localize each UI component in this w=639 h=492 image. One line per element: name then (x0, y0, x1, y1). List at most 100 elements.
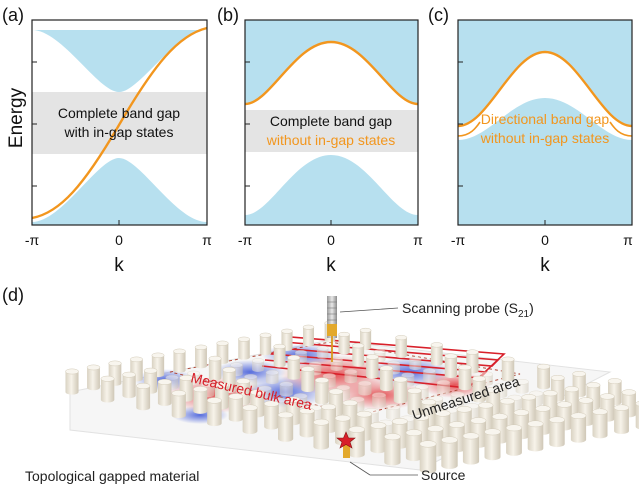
pillar (365, 354, 379, 379)
panel-a-upper-band (32, 30, 207, 92)
pillar (570, 412, 587, 443)
pillar (407, 387, 422, 416)
pillar (352, 343, 365, 367)
pillar (299, 407, 315, 438)
panel-a-text-line-1: Complete band gap (58, 105, 180, 121)
panel-c-tick-zero: 0 (541, 232, 549, 248)
y-axis-label: Energy (6, 87, 27, 148)
probe-label: Scanning probe (S21) (402, 300, 534, 320)
panel-b-text-line-2: without in-gap states (266, 132, 395, 148)
panel-c-x-label: k (540, 255, 550, 276)
pillar (370, 422, 387, 454)
pillar (65, 368, 79, 395)
panel-c-band-edge (457, 50, 633, 128)
pillar (206, 397, 222, 427)
panel-c-tag: (c) (428, 5, 449, 25)
pillar (330, 357, 343, 372)
panel-a-tag: (a) (2, 5, 24, 25)
panel-b-text-line-1: Complete band gap (270, 113, 392, 129)
panel-c-band-edge-2 (457, 121, 633, 137)
pillar (273, 343, 286, 368)
pillar (385, 403, 401, 420)
pillar (441, 436, 458, 469)
pillar (458, 364, 472, 391)
panel-c-lower-band (458, 98, 632, 225)
panel-a-lower-band (32, 158, 207, 225)
panel-a-y-ticks (32, 61, 37, 187)
panel-a-text-line-2: with in-gap states (64, 124, 174, 140)
panel-a-tick-zero: 0 (115, 232, 123, 248)
pillar (536, 363, 551, 390)
panel-b-x-label: k (326, 255, 336, 276)
panel-a-tick-max: π (202, 232, 212, 248)
pillar (348, 426, 365, 458)
pillar (344, 369, 358, 384)
pillar (173, 348, 186, 373)
panel-b-upper-band (245, 20, 418, 104)
panel-b-gap-region (245, 110, 418, 152)
pillar (86, 364, 101, 391)
pillar (430, 342, 443, 366)
pillar (462, 432, 480, 465)
source-leader-line (349, 461, 371, 476)
panel-a: (a) Energy Complete band gap with in-gap… (2, 5, 212, 276)
panel-a-plot: Complete band gap with in-gap states -π … (25, 19, 212, 276)
pillar (549, 416, 565, 448)
pillar (393, 376, 408, 404)
pillar (251, 358, 265, 372)
panel-b: (b) Complete band gap without in-gap sta… (217, 5, 423, 276)
pillar (384, 433, 401, 466)
pillar (301, 366, 315, 392)
pillar (422, 368, 436, 383)
pillar (263, 400, 280, 430)
panel-a-tick-min: -π (25, 232, 40, 248)
pillar (592, 408, 608, 439)
pillar (277, 411, 294, 442)
pillar (405, 429, 423, 462)
pillar (505, 424, 523, 456)
panel-b-tick-zero: 0 (327, 232, 335, 248)
pillar (208, 355, 222, 381)
pillar (409, 356, 422, 371)
scanning-probe (327, 296, 337, 362)
pillar (371, 392, 387, 408)
panel-b-tick-min: -π (238, 232, 253, 248)
pillar (194, 344, 208, 369)
pillar (259, 332, 272, 356)
pillar (287, 355, 301, 380)
panel-b-ticks (245, 61, 332, 225)
pillar (515, 378, 529, 394)
panel-c-ticks (458, 61, 546, 225)
pillar (316, 345, 329, 359)
pillar (242, 404, 258, 434)
panel-c: (c) Directional band gap without in-gap … (428, 5, 633, 276)
panel-b-tag: (b) (217, 5, 239, 25)
pillar (314, 377, 329, 405)
material-label: Topological gapped material (25, 468, 199, 484)
pillar (379, 365, 394, 392)
source-label: Source (421, 467, 466, 483)
pillar (613, 404, 630, 434)
pillar (338, 331, 350, 355)
probe-leader-line (339, 307, 399, 313)
pillar (635, 400, 639, 430)
pillar (472, 375, 487, 403)
pillar (444, 353, 458, 378)
pillar (358, 380, 372, 396)
panel-b-tick-max: π (413, 232, 423, 248)
pillar (450, 391, 465, 407)
pillar (193, 386, 208, 414)
pillar (436, 379, 451, 395)
pillar (228, 393, 244, 422)
panel-c-tick-max: π (623, 232, 633, 248)
pillar (419, 440, 437, 474)
source-star-icon (336, 431, 356, 449)
pillar (302, 324, 315, 347)
pillar (122, 371, 136, 399)
pillar (100, 375, 115, 403)
panel-a-in-gap-state (31, 26, 208, 220)
pillar (237, 336, 251, 360)
pillar (313, 418, 330, 450)
pillar (136, 382, 151, 411)
